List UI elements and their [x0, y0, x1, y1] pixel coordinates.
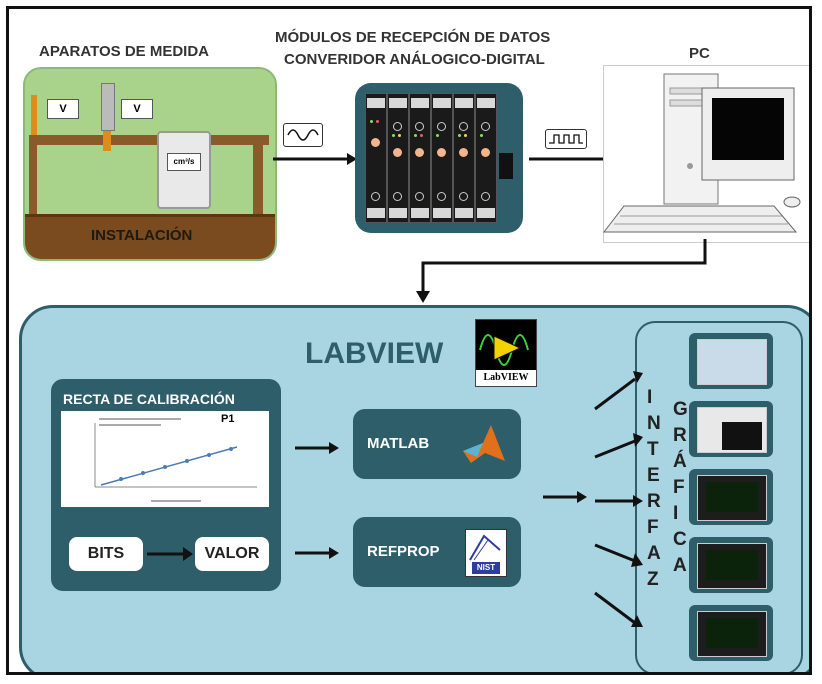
screen-thumbnail-2 — [689, 401, 773, 457]
screen-thumbnail-1 — [689, 333, 773, 389]
interfaz-letter-7: A — [647, 543, 661, 564]
interfaz-grafica-panel — [635, 321, 803, 672]
calibration-line-icon — [94, 418, 257, 502]
flow-meter-label: cm³/s — [167, 153, 201, 171]
sensor-v2-box: V — [121, 99, 153, 119]
matlab-label: MATLAB — [367, 435, 430, 452]
sensor-v1-box: V — [47, 99, 79, 119]
pipe-top — [29, 135, 269, 145]
square-wave-icon — [549, 134, 583, 144]
valor-box: VALOR — [195, 537, 269, 571]
interfaz-letter-5: R — [647, 491, 661, 512]
pc-title: PC — [689, 45, 710, 62]
arrow-install-to-modules — [273, 153, 357, 165]
refprop-panel: REFPROP NIST — [353, 517, 521, 587]
grafica-letter-7: A — [673, 555, 687, 576]
nist-label: NIST — [472, 562, 500, 574]
grafica-letter-3: Á — [673, 451, 687, 472]
interfaz-letter-2: N — [647, 413, 661, 434]
calibration-plot-label: P1 — [221, 413, 235, 425]
flow-meter: cm³/s — [157, 131, 211, 209]
grafica-letter-2: R — [673, 425, 687, 446]
arrow-to-interfaz — [543, 491, 587, 503]
interfaz-letter-6: F — [647, 517, 659, 538]
interfaz-letter-8: Z — [647, 569, 659, 590]
interfaz-letter-1: I — [647, 387, 653, 408]
calibration-title: RECTA DE CALIBRACIÓN — [63, 391, 235, 407]
interfaz-letter-4: E — [647, 465, 660, 486]
aparatos-title: APARATOS DE MEDIDA — [39, 43, 210, 60]
pc-icon — [602, 73, 801, 233]
installation-scene: V V cm³/s INSTALACIÓN — [23, 67, 277, 261]
labview-logo-text: LabVIEW — [476, 370, 536, 386]
sine-wave-box — [283, 123, 323, 147]
calibration-chart: P1 — [61, 411, 269, 507]
matlab-icon — [463, 425, 505, 463]
arrow-bits-to-valor — [147, 547, 193, 561]
arrow-pc-to-labview — [416, 239, 707, 303]
grafica-letter-4: F — [673, 477, 685, 498]
bits-box: BITS — [69, 537, 143, 571]
refprop-icon: NIST — [465, 529, 507, 577]
arrow-calib-to-matlab — [295, 442, 339, 454]
fan-out-arrows — [594, 371, 643, 627]
screen-thumbnail-5 — [689, 605, 773, 661]
grafica-letter-6: C — [673, 529, 687, 550]
calibration-panel: RECTA DE CALIBRACIÓN P1 BITS VALOR — [51, 379, 281, 591]
grafica-letter-5: I — [673, 503, 679, 524]
modulos-title-line1: MÓDULOS DE RECEPCIÓN DE DATOS — [275, 29, 551, 46]
module-connector — [499, 153, 513, 179]
diagram-frame: APARATOS DE MEDIDA MÓDULOS DE RECEPCIÓN … — [6, 6, 812, 675]
labview-logo-icon: LabVIEW — [475, 319, 537, 387]
square-wave-box — [545, 129, 587, 149]
sine-wave-icon — [287, 129, 319, 141]
tee-fitting — [103, 129, 111, 151]
temp-sensor — [31, 95, 37, 135]
screen-thumbnail-4 — [689, 537, 773, 593]
modulos-title-line2: CONVERIDOR ANÁLOGICO-DIGITAL — [284, 51, 545, 68]
matlab-panel: MATLAB — [353, 409, 521, 479]
acquisition-modules — [355, 83, 523, 233]
pipe-right — [253, 135, 263, 225]
pipe-left — [29, 135, 37, 225]
pc-illustration — [602, 65, 809, 243]
pressure-sensor — [101, 83, 115, 131]
screen-thumbnail-3 — [689, 469, 773, 525]
grafica-letter-1: G — [673, 399, 688, 420]
labview-title: LABVIEW — [305, 337, 444, 370]
instalacion-label: INSTALACIÓN — [91, 227, 193, 244]
arrow-bits-to-refprop — [295, 547, 339, 559]
refprop-label: REFPROP — [367, 543, 440, 560]
interfaz-letter-3: T — [647, 439, 659, 460]
ground — [25, 214, 275, 259]
